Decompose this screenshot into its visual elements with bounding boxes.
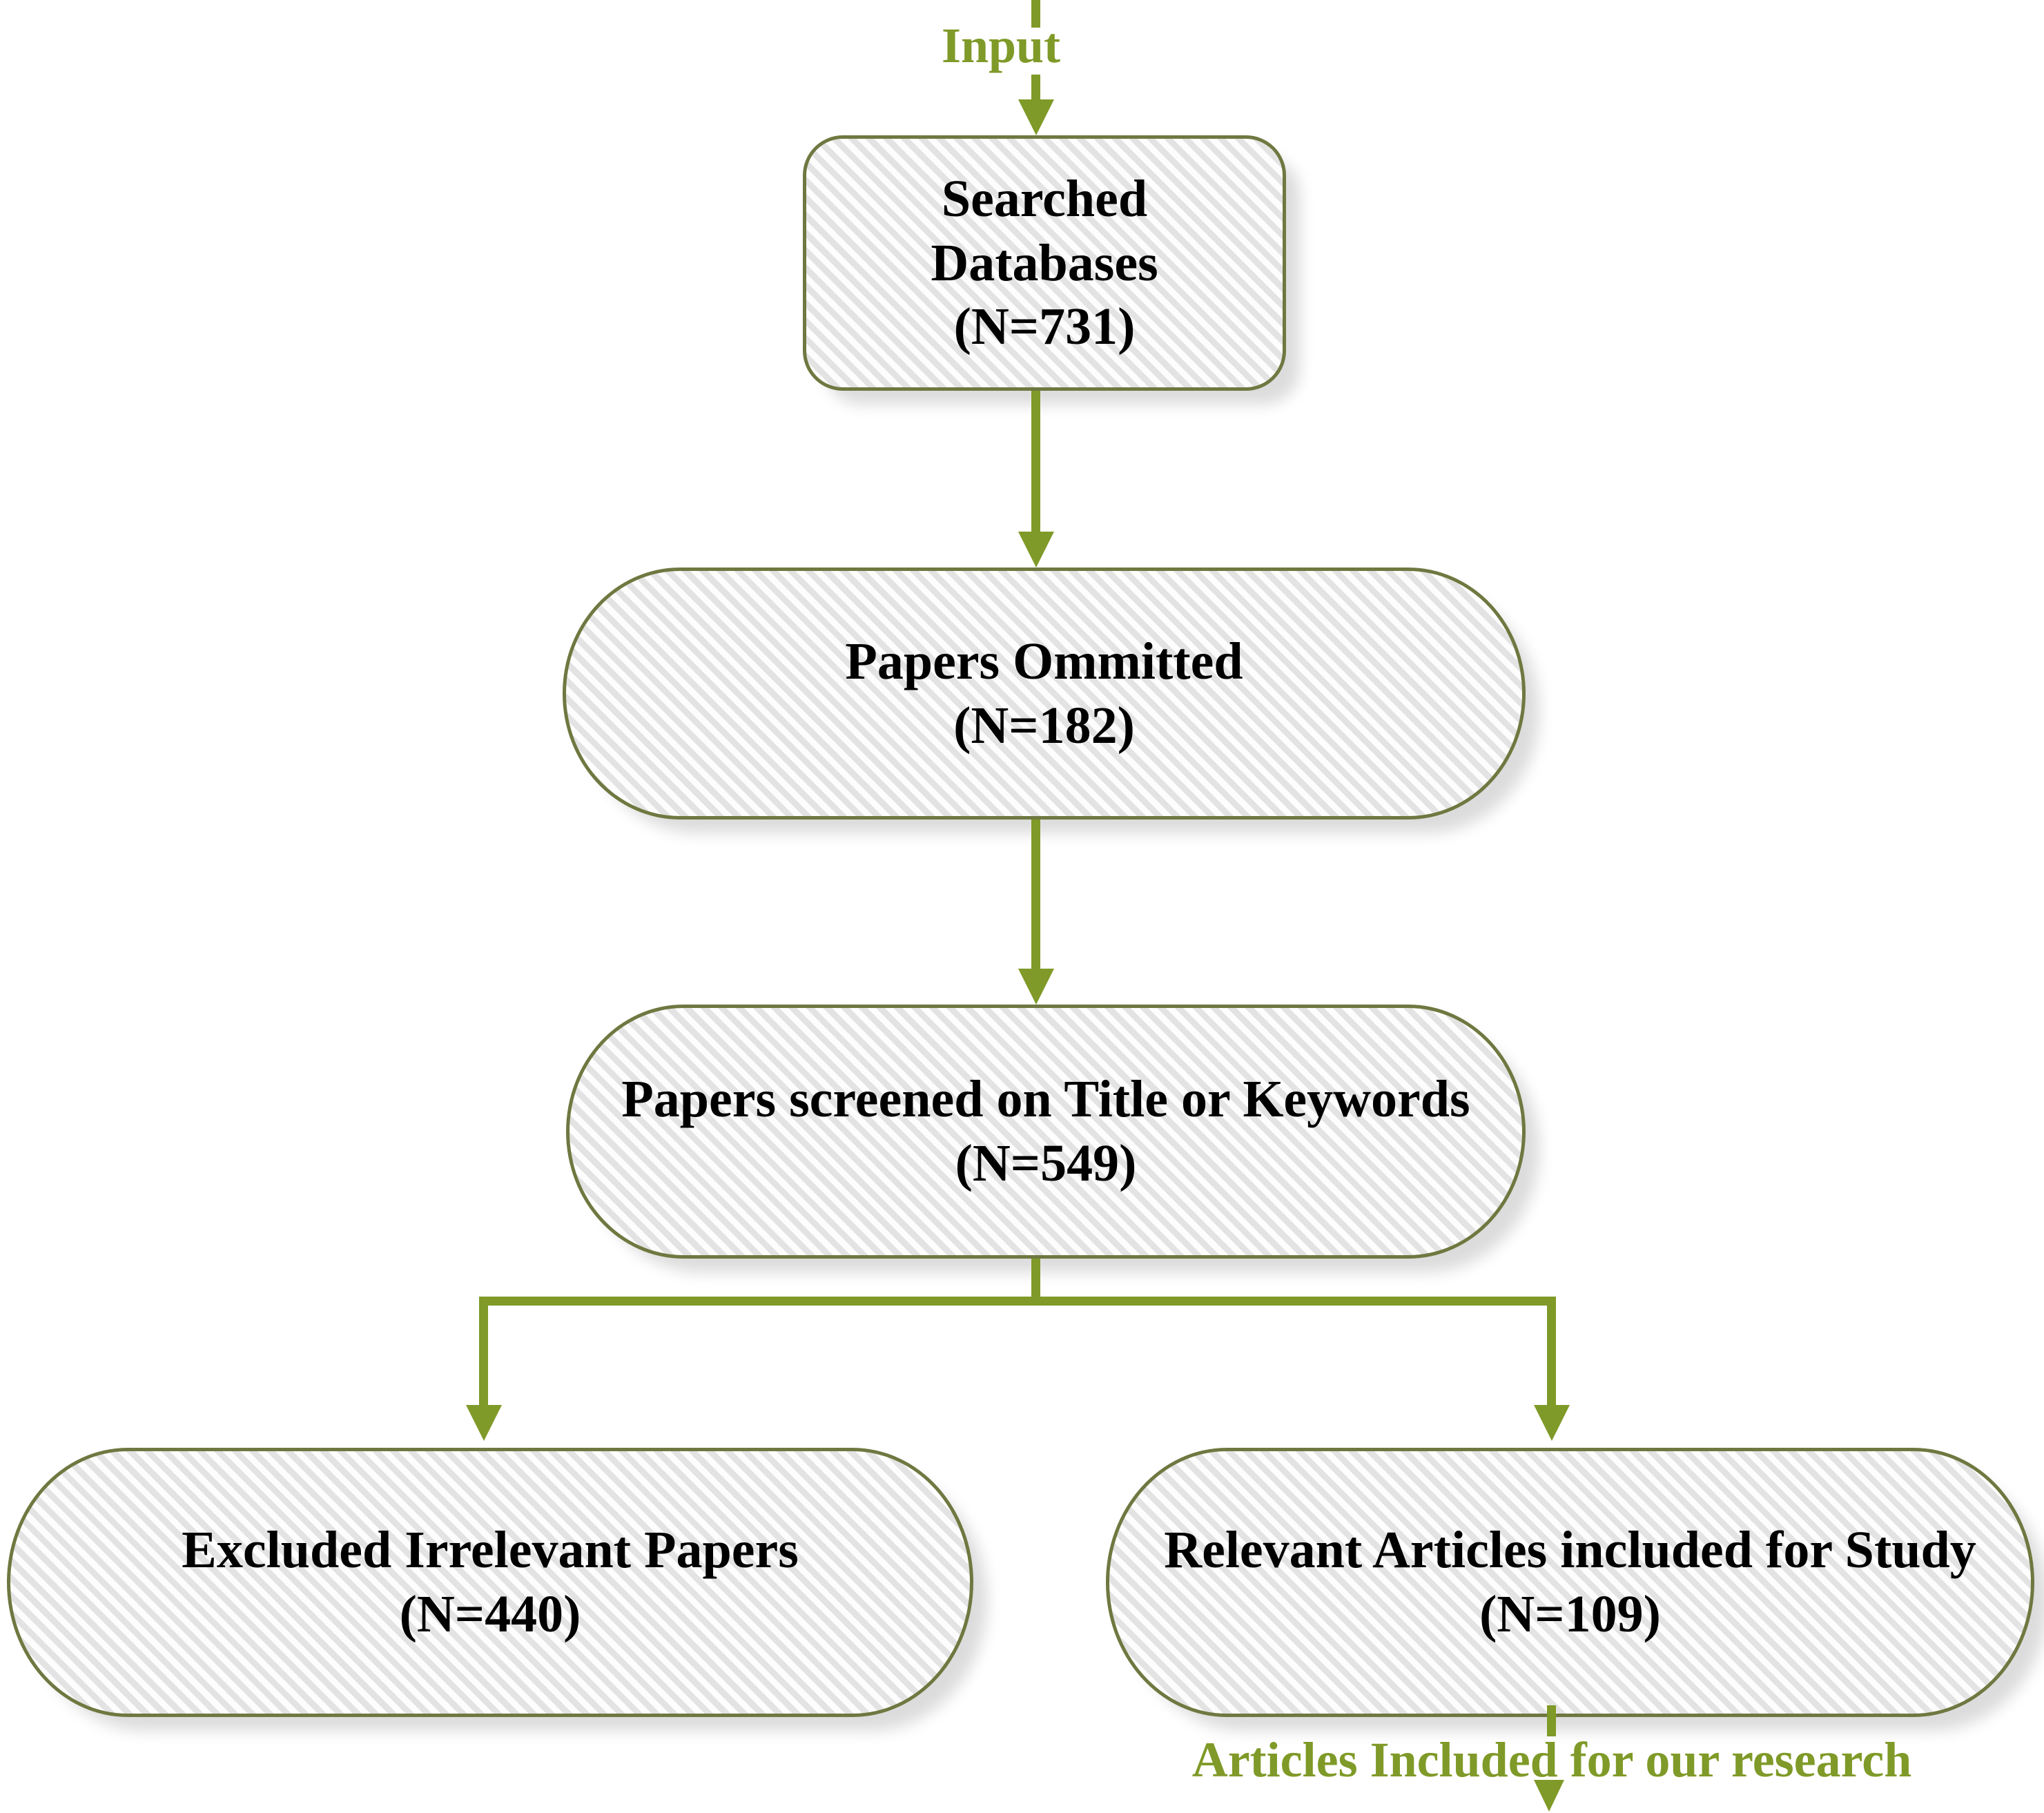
branch-trunk-line [1031,1259,1040,1306]
edge-ommitted-to-screened-arrowhead [1018,969,1054,1005]
node-papers-screened-count: (N=549) [955,1134,1137,1192]
output-caption: Articles Included for our research [1191,1732,1912,1787]
node-searched-databases-line1: Searched [941,169,1148,228]
branch-right-arrowhead [1534,1405,1570,1441]
node-excluded-papers-count: (N=440) [399,1585,581,1643]
output-arrowhead [1534,1780,1564,1812]
input-arrowhead [1018,99,1054,135]
node-searched-databases-line2: Databases [931,233,1158,292]
node-papers-ommitted[interactable]: Papers Ommitted (N=182) [563,568,1526,820]
input-caption: Input [941,18,1061,73]
node-excluded-papers-line1: Excluded Irrelevant Papers [182,1521,799,1580]
node-excluded-papers[interactable]: Excluded Irrelevant Papers (N=440) [7,1448,973,1717]
edge-ommitted-to-screened-stem [1031,820,1040,969]
node-searched-databases-count: (N=731) [953,298,1136,356]
branch-horizontal-line [479,1297,1556,1306]
node-relevant-articles[interactable]: Relevant Articles included for Study (N=… [1106,1448,2034,1717]
node-papers-ommitted-count: (N=182) [953,696,1135,755]
node-searched-databases[interactable]: Searched Databases (N=731) [803,135,1286,391]
node-relevant-articles-line1: Relevant Articles included for Study [1164,1521,1976,1580]
node-relevant-articles-count: (N=109) [1479,1585,1661,1643]
branch-left-drop-line [479,1297,488,1405]
input-arrow-stem [1031,75,1040,102]
node-papers-ommitted-line1: Papers Ommitted [845,632,1243,690]
edge-searched-to-ommitted-arrowhead [1018,532,1054,568]
input-entry-line [1031,0,1040,28]
branch-left-arrowhead [466,1405,502,1441]
edge-searched-to-ommitted-stem [1031,391,1040,532]
node-papers-screened[interactable]: Papers screened on Title or Keywords (N=… [566,1005,1526,1259]
node-papers-screened-line1: Papers screened on Title or Keywords [621,1070,1470,1129]
output-stem-line [1547,1705,1556,1736]
branch-right-drop-line [1547,1297,1556,1405]
